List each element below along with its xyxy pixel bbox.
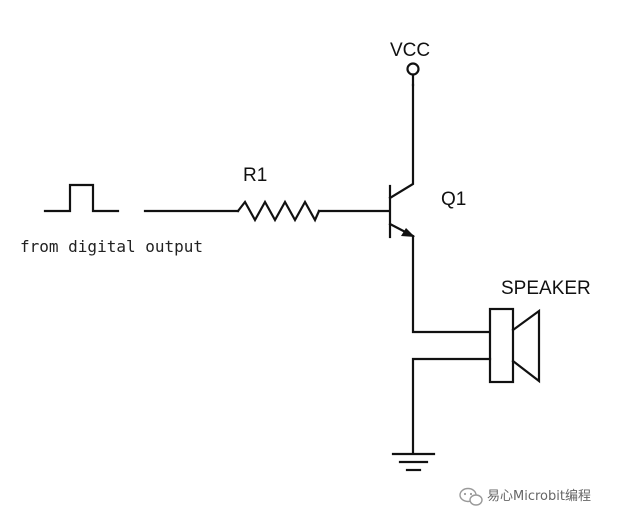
transistor-label: Q1 (441, 189, 466, 210)
watermark-text: 易心Microbit编程 (487, 489, 591, 504)
watermark: 易心Microbit编程 (459, 487, 591, 506)
emitter-arrow-icon (401, 228, 415, 237)
resistor-r1 (236, 199, 321, 223)
vcc-terminal-icon (406, 62, 420, 76)
ground-wire (411, 357, 492, 455)
wechat-icon (459, 487, 483, 506)
input-caption: from digital output (20, 237, 203, 256)
speaker-icon (488, 307, 541, 384)
emitter-wire (411, 235, 492, 334)
input-pulse-waveform (43, 183, 120, 213)
transistor-q1 (388, 83, 415, 239)
resistor-label: R1 (243, 165, 267, 186)
vcc-label: VCC (390, 40, 430, 61)
speaker-label: SPEAKER (501, 278, 591, 299)
ground-icon (391, 452, 436, 472)
